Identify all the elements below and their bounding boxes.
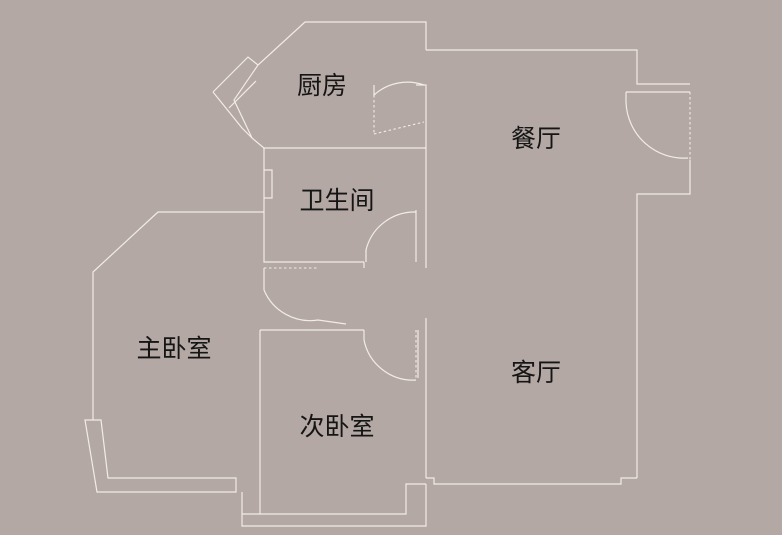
kitchen-bathroom-wall [264, 84, 427, 150]
room-label-master-bedroom: 主卧室 [136, 334, 211, 363]
dining-right-wall [626, 91, 691, 478]
room-labels: 厨房 餐厅 卫生间 主卧室 客厅 次卧室 [136, 71, 561, 441]
room-label-living: 客厅 [511, 358, 561, 387]
corridor-walls [263, 262, 365, 290]
living-left-wall [417, 150, 427, 478]
room-label-kitchen: 厨房 [297, 71, 347, 100]
second-bedroom-walls [241, 329, 427, 527]
bathroom-door-leaf [365, 211, 417, 262]
kitchen-door-leaf [373, 81, 425, 97]
kitchen-window [212, 56, 259, 139]
balcony-door-leaf [625, 92, 689, 159]
doors [263, 81, 691, 381]
room-label-dining: 餐厅 [511, 124, 561, 153]
room-label-bathroom: 卫生间 [299, 186, 374, 215]
master-door-leaf [263, 289, 347, 325]
living-bottom-wall [426, 477, 637, 485]
master-bedroom-outer-wall [84, 211, 264, 493]
bathroom-walls [263, 148, 417, 263]
dining-top-wall [426, 49, 690, 85]
walls [84, 21, 691, 527]
kitchen-outer-wall [233, 21, 427, 150]
second-bedroom-door-leaf [363, 330, 417, 381]
kitchen-door-arc [373, 95, 425, 135]
room-label-second-bedroom: 次卧室 [299, 412, 374, 441]
